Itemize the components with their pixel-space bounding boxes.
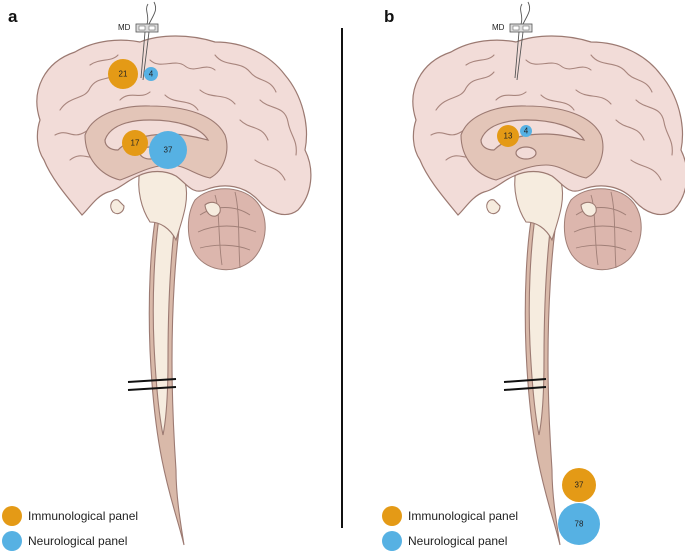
cord-break-b	[503, 378, 547, 391]
legend-a-immuno-label: Immunological panel	[28, 509, 138, 523]
bubble-b-neuro-csf: 78	[558, 503, 600, 545]
md-electrode-a: MD	[118, 1, 159, 81]
bubble-a-neuro-cortex: 4	[144, 67, 158, 81]
legend-b: Immunological panel Neurological panel	[382, 506, 518, 551]
legend-a-neuro-label: Neurological panel	[28, 534, 127, 548]
cord-break-a	[127, 378, 177, 391]
bubble-b-immuno-ventricle-value: 13	[504, 132, 513, 141]
bubble-b-immuno-csf: 37	[562, 468, 596, 502]
bubble-a-immuno-cortex: 21	[108, 59, 138, 89]
legend-a-immuno-swatch	[2, 506, 22, 526]
bubble-a-immuno-cortex-value: 21	[119, 70, 128, 79]
legend-a-neuro-swatch	[2, 531, 22, 551]
panel-a: a MD 21 4 17 37	[2, 1, 312, 551]
panel-b-letter: b	[384, 7, 394, 26]
bubble-b-neuro-ventricle-value: 4	[524, 127, 529, 136]
bubble-a-neuro-cortex-value: 4	[149, 70, 154, 79]
md-label-a: MD	[118, 23, 131, 32]
bubble-a-neuro-ventricle-value: 37	[164, 146, 173, 155]
brain-illustration-b	[412, 35, 685, 546]
bubble-a-immuno-ventricle: 17	[122, 130, 148, 156]
md-electrode-b: MD	[492, 1, 533, 81]
md-label-b: MD	[492, 23, 505, 32]
bubble-b-immuno-csf-value: 37	[575, 481, 584, 490]
panel-a-letter: a	[8, 7, 18, 26]
bubble-b-neuro-csf-value: 78	[575, 520, 584, 529]
bubble-a-immuno-ventricle-value: 17	[131, 139, 140, 148]
bubble-b-immuno-ventricle: 13	[497, 125, 519, 147]
bubble-a-neuro-ventricle: 37	[149, 131, 187, 169]
legend-b-neuro-swatch	[382, 531, 402, 551]
brain-illustration-a	[36, 35, 312, 546]
panel-b: b MD 13 4 37 78	[382, 1, 685, 551]
legend-a: Immunological panel Neurological panel	[2, 506, 138, 551]
bubble-b-neuro-ventricle: 4	[520, 125, 532, 137]
legend-b-immuno-label: Immunological panel	[408, 509, 518, 523]
legend-b-neuro-label: Neurological panel	[408, 534, 507, 548]
legend-b-immuno-swatch	[382, 506, 402, 526]
